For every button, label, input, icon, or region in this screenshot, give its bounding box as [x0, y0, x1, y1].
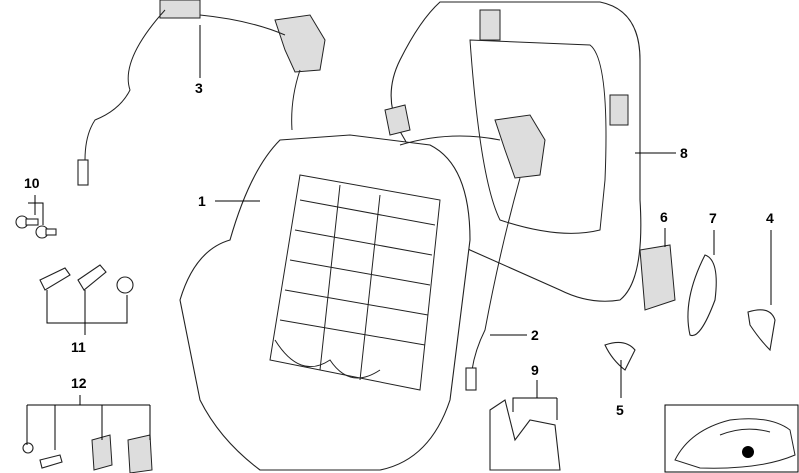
- leader-lines: [26, 25, 772, 450]
- seat-frame-part-1: [179, 134, 471, 471]
- cap-part-5: [604, 341, 636, 371]
- callout-10: 10: [24, 175, 40, 191]
- callout-8: 8: [680, 145, 688, 161]
- callout-12: 12: [71, 375, 87, 391]
- adjuster-cable-part-2: [399, 114, 546, 391]
- cap-part-4: [747, 309, 776, 352]
- callout-7: 7: [709, 210, 717, 226]
- callout-6: 6: [660, 209, 668, 225]
- vehicle-locator-inset: [664, 404, 799, 473]
- trim-part-7: [687, 254, 717, 337]
- callout-11: 11: [71, 339, 86, 355]
- cover-part-9: [489, 399, 561, 471]
- callout-4: 4: [766, 210, 774, 226]
- callout-5: 5: [616, 402, 624, 418]
- hardware-parts: [15, 215, 153, 473]
- callout-1: 1: [198, 193, 206, 209]
- adjuster-cable-part-3: [77, 0, 326, 186]
- trim-part-6: [639, 244, 676, 311]
- callout-2: 2: [531, 327, 539, 343]
- callout-9: 9: [531, 362, 539, 378]
- callout-3: 3: [195, 80, 203, 96]
